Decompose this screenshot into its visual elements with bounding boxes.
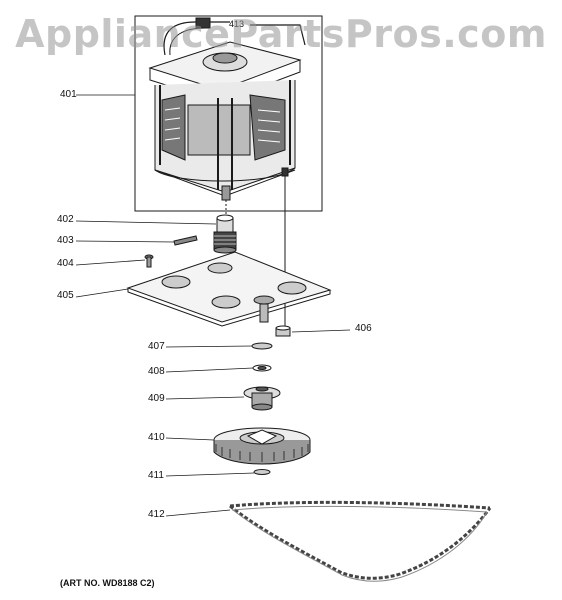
callout-410: 410 [148,432,165,443]
pin-icon [173,235,198,246]
callout-412: 412 [148,509,165,520]
drive-hub-icon [243,386,281,411]
callout-406: 406 [355,323,372,334]
callout-408: 408 [148,366,165,377]
washer-411-icon [253,469,271,475]
pinion-gear-icon [213,231,237,254]
callout-409: 409 [148,393,165,404]
coupler-icon [216,214,234,233]
callout-402: 402 [57,214,74,225]
art-number: (ART NO. WD8188 C2) [60,578,155,588]
screw-icon [144,254,154,268]
large-gear-icon [213,427,311,465]
callout-401: 401 [60,89,77,100]
callout-403: 403 [57,235,74,246]
callout-413: 413 [229,19,245,29]
motor-icon [148,17,306,201]
callout-404: 404 [57,258,74,269]
callout-411: 411 [148,470,164,481]
nut-icon [275,325,291,337]
motor-assembly-box [134,15,323,212]
callout-405: 405 [57,290,74,301]
drive-chain-icon [229,500,492,580]
mounting-plate-icon [126,251,332,327]
callout-407: 407 [148,341,165,352]
washer-407-icon [251,342,273,350]
